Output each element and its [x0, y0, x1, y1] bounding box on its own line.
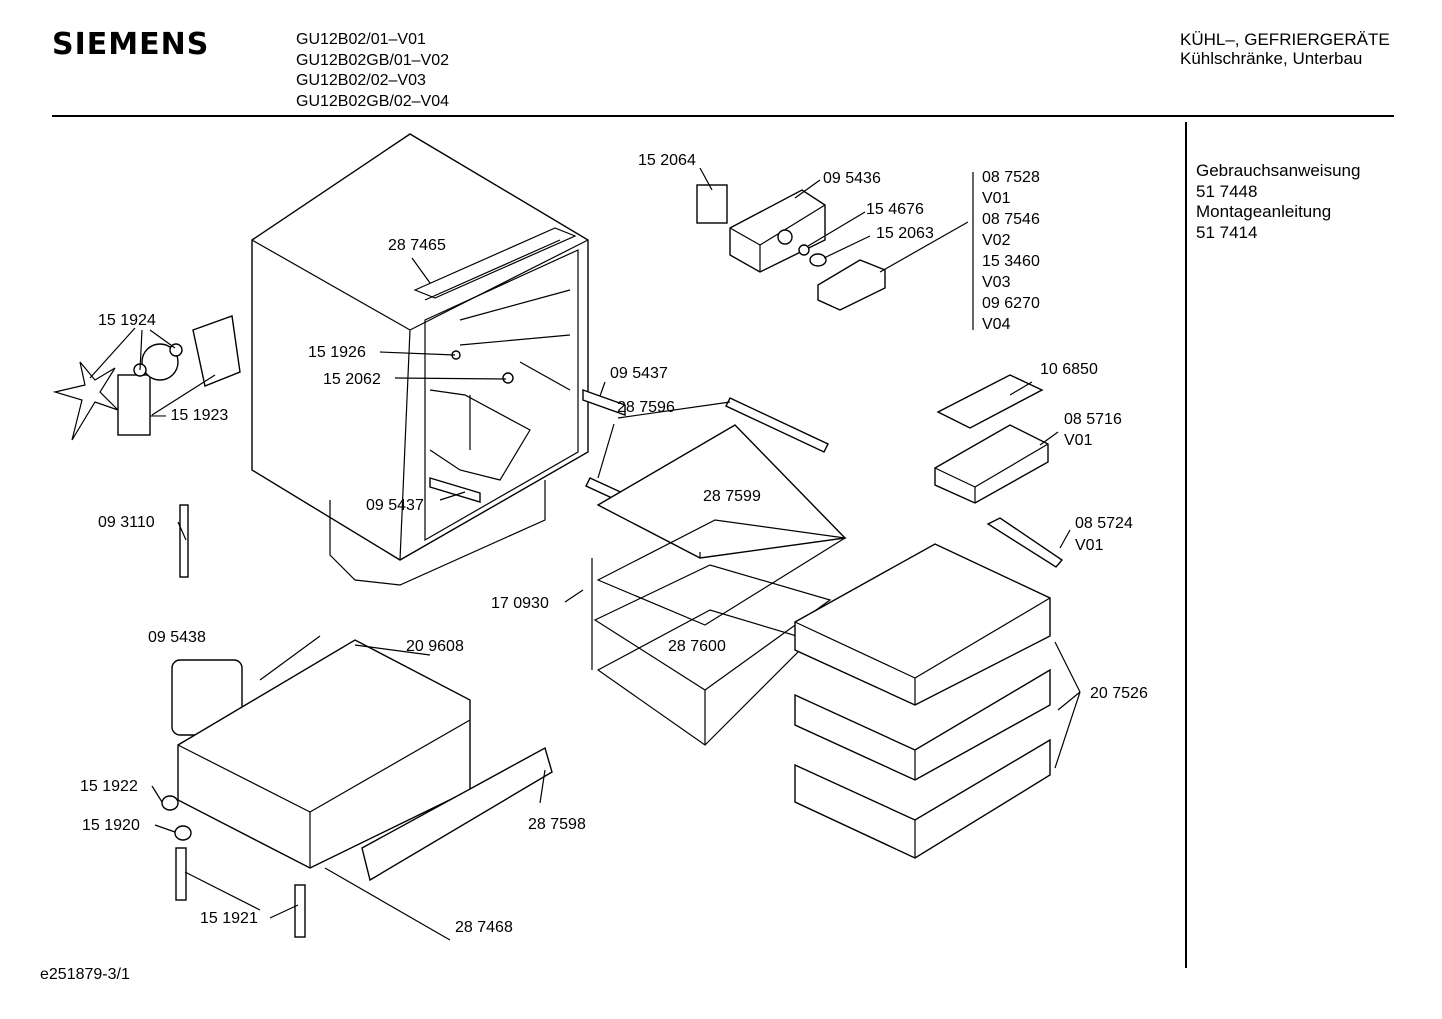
install-label: Montageanleitung — [1196, 202, 1332, 221]
part-label: 15 1920 — [82, 817, 140, 834]
part-label: 08 5716 — [1064, 411, 1122, 428]
variant-item: V04 — [982, 316, 1011, 333]
variant-list: 08 7528 V01 08 7546 V02 15 3460 V03 09 6… — [982, 169, 1040, 333]
part-label: 28 7599 — [703, 488, 761, 505]
brand-logo: SIEMENS — [52, 27, 210, 62]
manual-label: Gebrauchsanweisung — [1196, 161, 1361, 180]
part-labels: 15 2064 09 5436 15 4676 15 2063 28 7465 … — [80, 152, 1148, 936]
part-label: 09 5438 — [148, 629, 206, 646]
part-label: 09 5437 — [610, 365, 668, 382]
cabinet — [251, 133, 589, 586]
shelves — [585, 397, 847, 746]
part-label: 09 5437 — [366, 497, 424, 514]
part-label: 28 7596 — [617, 399, 675, 416]
cabinet-small-parts — [429, 350, 626, 503]
part-label: 15 1926 — [308, 344, 366, 361]
part-label: — 15 1923 — [150, 407, 228, 424]
manual-number: 51 7448 — [1196, 181, 1258, 201]
part-label: 15 2064 — [638, 152, 696, 169]
part-label: 15 2062 — [323, 371, 381, 388]
model-item: GU12B02/01–V01 — [296, 31, 426, 48]
model-item: GU12B02/02–V03 — [296, 72, 426, 89]
model-list: GU12B02/01–V01 GU12B02GB/01–V02 GU12B02/… — [296, 30, 449, 112]
part-label: 09 5436 — [823, 170, 881, 187]
part-label: V01 — [1075, 537, 1104, 554]
part-label: 28 7598 — [528, 816, 586, 833]
part-label: 17 0930 — [491, 595, 549, 612]
part-label: 28 7468 — [455, 919, 513, 936]
part-label: 09 3110 — [98, 514, 155, 531]
part-label: 28 7600 — [668, 638, 726, 655]
category: KÜHL–, GEFRIERGERÄTE Kühlschränke, Unter… — [1180, 30, 1390, 68]
control-group — [696, 184, 886, 311]
model-item: GU12B02GB/01–V02 — [296, 51, 449, 69]
header-divider — [52, 115, 1394, 117]
variant-item: V03 — [982, 274, 1011, 291]
sidebar-divider — [1185, 122, 1187, 968]
part-label: V01 — [1064, 432, 1093, 449]
leader-lines — [89, 167, 1081, 919]
variant-item: 08 7528 — [982, 169, 1040, 186]
model-item: GU12B02GB/02–V04 — [296, 92, 449, 110]
base-assembly — [161, 504, 553, 941]
variant-item: 15 3460 — [982, 253, 1040, 270]
drawers — [794, 543, 1051, 859]
category-line1: KÜHL–, GEFRIERGERÄTE — [1180, 30, 1390, 49]
variant-item: V02 — [982, 232, 1011, 249]
part-label: 15 4676 — [866, 201, 924, 218]
part-label: 20 9608 — [406, 638, 464, 655]
part-label: 08 5724 — [1075, 515, 1133, 532]
fan-assembly — [52, 315, 241, 441]
part-label: 15 1924 — [98, 312, 156, 329]
footer-code: e251879-3/1 — [40, 966, 130, 983]
part-label: 28 7465 — [388, 237, 446, 254]
documents-panel: Gebrauchsanweisung 51 7448 Montageanleit… — [1196, 161, 1360, 243]
variant-item: 09 6270 — [982, 295, 1040, 312]
part-label: 10 6850 — [1040, 361, 1098, 378]
part-label: 15 1921 — [200, 910, 258, 927]
exploded-diagram: 15 2064 09 5436 15 4676 15 2063 28 7465 … — [52, 133, 1148, 941]
variant-item: 08 7546 — [982, 211, 1040, 228]
ice-tray-group — [934, 374, 1064, 568]
part-label: 15 1922 — [80, 778, 138, 795]
install-number: 51 7414 — [1196, 222, 1258, 242]
category-line2: Kühlschränke, Unterbau — [1180, 49, 1363, 68]
part-label: 15 2063 — [876, 225, 934, 242]
part-label: 20 7526 — [1090, 685, 1148, 702]
variant-item: V01 — [982, 190, 1011, 207]
